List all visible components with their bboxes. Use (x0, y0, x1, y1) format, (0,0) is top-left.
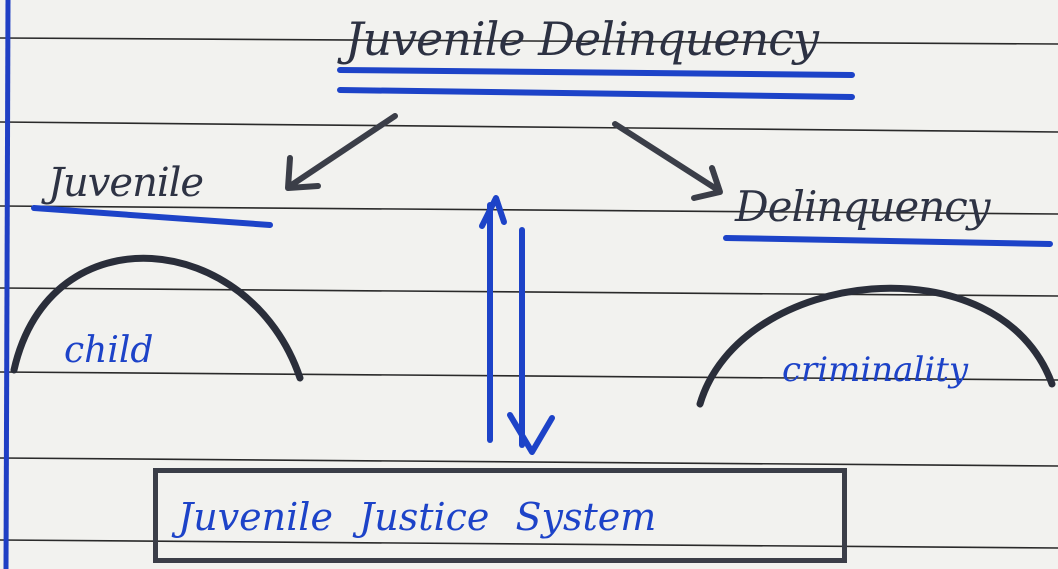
juvenile-justice-system-box: Juvenile Justice System (153, 468, 847, 563)
juvenile-justice-system-label: Juvenile Justice System (178, 495, 657, 539)
child-label: child (64, 330, 154, 371)
criminality-label: criminality (782, 350, 969, 390)
arrow-to-delinquency (612, 121, 723, 201)
juvenile-underline (31, 205, 273, 228)
delinquency-underline (723, 235, 1053, 247)
margin-line (3, 0, 11, 569)
arrow-to-juvenile (285, 113, 398, 191)
title-underline (337, 67, 855, 100)
child-arc (10, 254, 304, 382)
bidirectional-arrows (479, 195, 555, 455)
delinquency-label: Delinquency (735, 182, 991, 231)
criminality-arc (696, 284, 1056, 408)
diagram-title: Juvenile Delinquency (345, 12, 819, 66)
ruled-lines (0, 37, 1058, 549)
juvenile-label: Juvenile (48, 160, 204, 206)
